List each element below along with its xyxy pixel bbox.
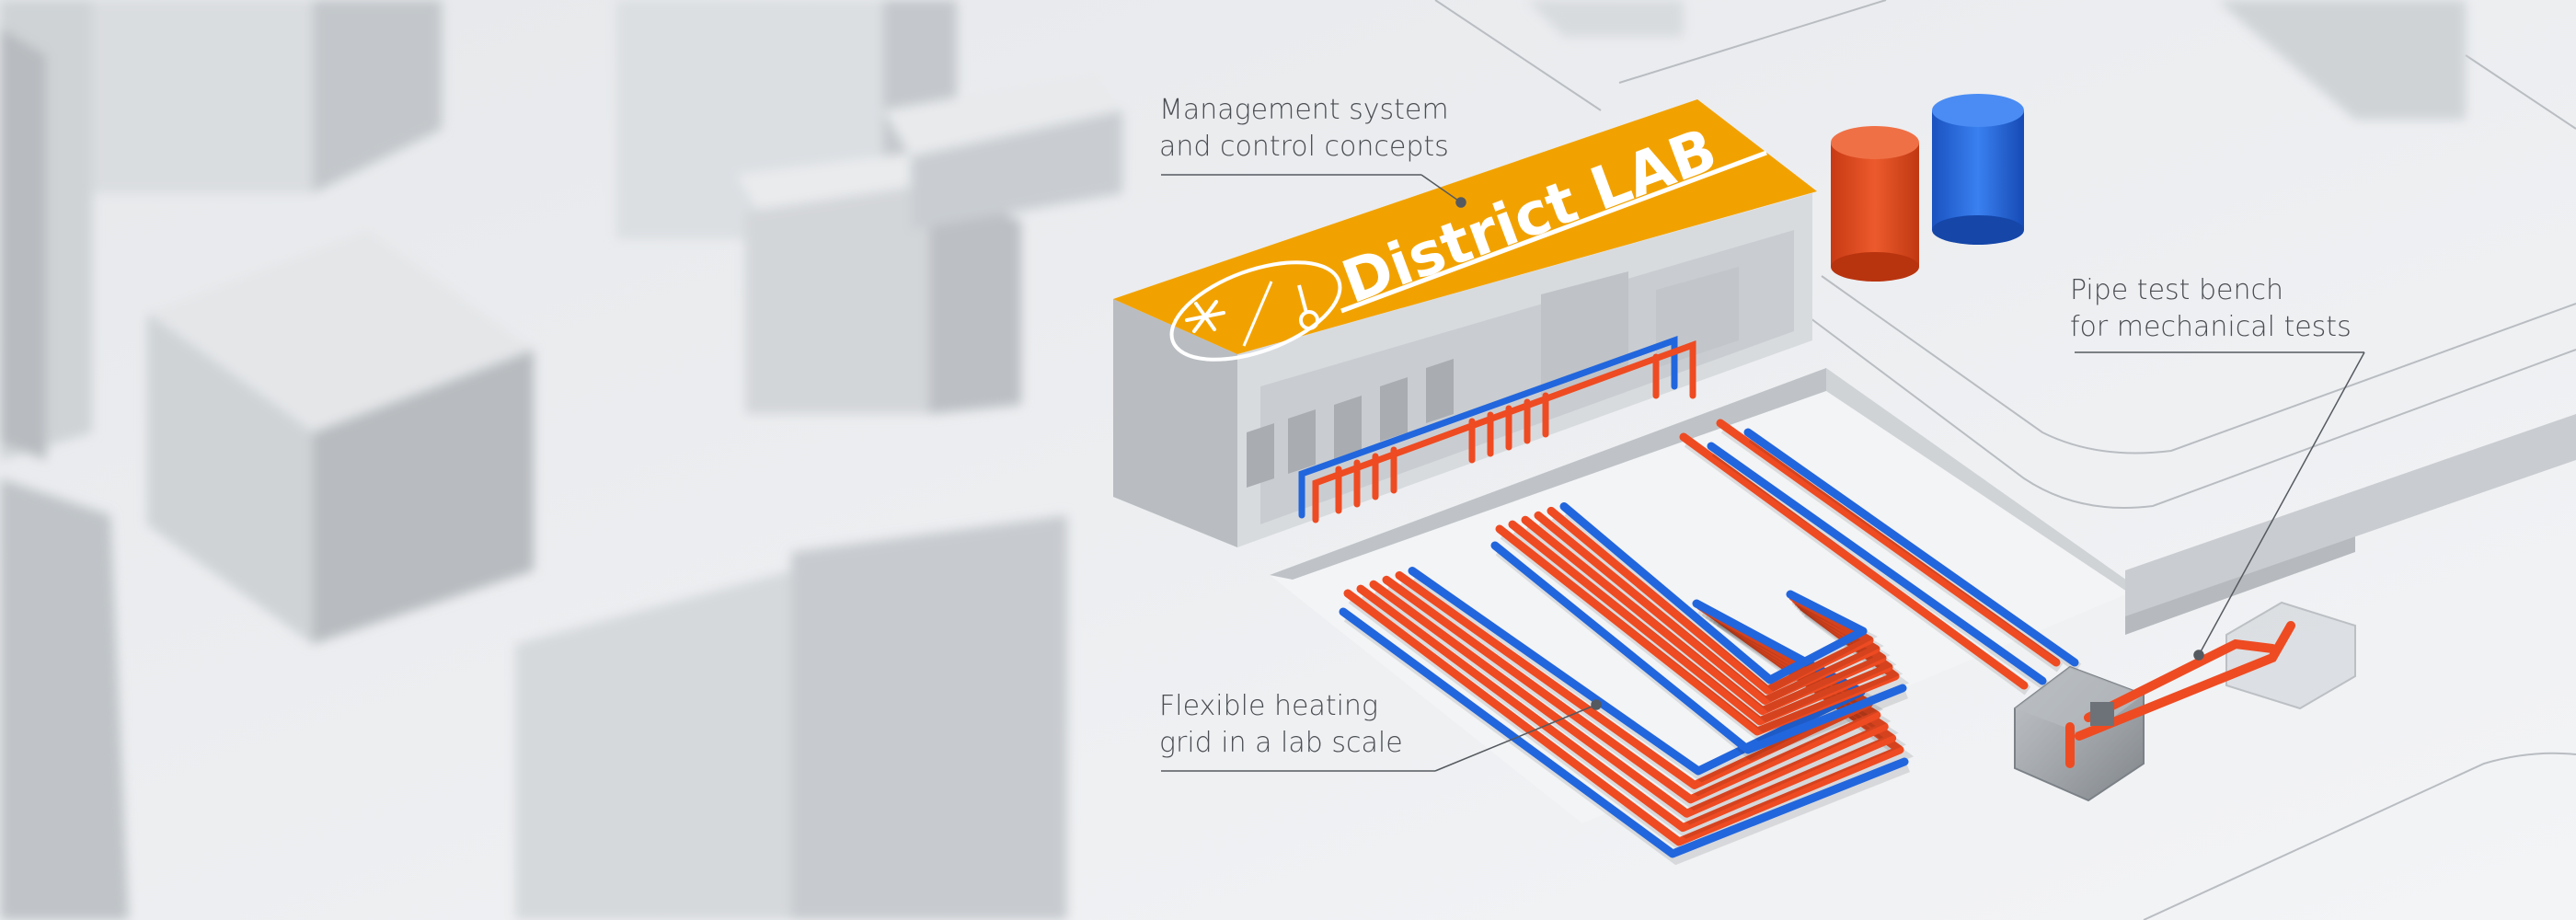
callout-pipe-line2: for mechanical tests — [2070, 311, 2352, 343]
heating-grid-pit — [1270, 368, 2576, 823]
grid-pipe-feed-red-2 — [1716, 419, 2061, 667]
callout-grid-line1: Flexible heating — [1159, 690, 1378, 722]
building-pipes — [1298, 336, 1696, 523]
grid-pipe-left-outer — [1339, 607, 1909, 858]
grid-pipe-middle-6 — [1559, 502, 1868, 684]
heating-grid-pipes — [1339, 419, 2082, 866]
callout-pipe-test-bench: Pipe test bench for mechanical tests — [2070, 272, 2352, 346]
callout-grid-line2: grid in a lab scale — [1159, 727, 1403, 759]
callout-management-line2: and control concepts — [1159, 131, 1449, 163]
callout-management-system: Management system and control concepts — [1159, 92, 1449, 166]
grid-pipe-feed-blue-2 — [1743, 428, 2079, 667]
callout-pipe-line1: Pipe test bench — [2070, 274, 2283, 306]
snowflake-icon — [1185, 300, 1225, 333]
background-buildings — [0, 0, 2466, 920]
grid-pipe-middle-outer — [1490, 541, 1907, 754]
storage-tanks — [1831, 94, 2024, 282]
thermometer-icon — [1297, 284, 1319, 330]
grid-pipe-feed-red-1 — [1679, 432, 2029, 690]
pipe-test-bench — [2014, 601, 2356, 802]
callout-leaders — [1161, 174, 2365, 772]
callout-management-line1: Management system — [1159, 94, 1449, 126]
road-lines — [1434, 0, 2576, 920]
grid-pipe-feed-blue-1 — [1707, 442, 2047, 685]
callout-heating-grid: Flexible heating grid in a lab scale — [1159, 688, 1403, 762]
grid-pipe-left-6 — [1408, 567, 1866, 776]
